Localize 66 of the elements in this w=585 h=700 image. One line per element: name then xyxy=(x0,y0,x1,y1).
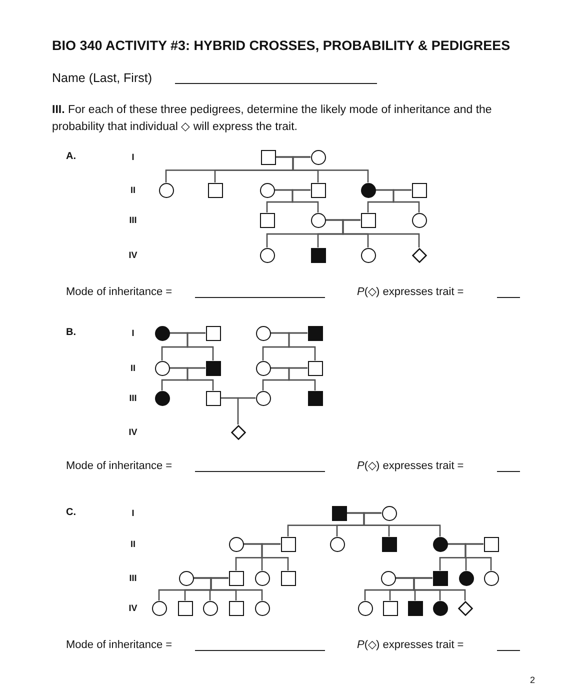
open-square-symbol xyxy=(260,212,274,228)
question-prompt: Mode of inheritance = xyxy=(66,285,172,299)
diamond-symbol xyxy=(230,424,246,440)
open-square-symbol xyxy=(260,150,276,164)
open-square-symbol xyxy=(228,600,244,616)
open-square-symbol xyxy=(308,360,322,376)
open-square-symbol xyxy=(178,600,192,616)
question-prompt: P(◇) expresses trait = xyxy=(357,638,464,652)
open-square-symbol xyxy=(310,182,326,198)
question-prompt: Mode of inheritance = xyxy=(66,638,172,652)
generation-numeral: IV xyxy=(128,426,138,438)
open-square-symbol xyxy=(280,536,296,552)
open-square-symbol xyxy=(206,390,220,406)
open-square-symbol xyxy=(280,570,296,586)
page-title: BIO 340 ACTIVITY #3: HYBRID CROSSES, PROBABILITY & PEDIGREES xyxy=(52,37,510,55)
question-prompt: P(◇) expresses trait = xyxy=(357,285,464,299)
filled-square-symbol xyxy=(206,360,220,376)
section-letter: C. xyxy=(66,506,76,520)
diamond-symbol xyxy=(458,600,472,616)
question-prompt: Mode of inheritance = xyxy=(66,459,172,473)
generation-numeral: I xyxy=(132,327,134,339)
descent-line xyxy=(288,332,316,360)
generation-numeral: II xyxy=(130,184,136,196)
filled-square-symbol xyxy=(408,600,422,616)
descent-line xyxy=(292,189,319,212)
descent-line xyxy=(292,156,369,182)
descent-line xyxy=(186,367,214,390)
filled-square-symbol xyxy=(382,536,396,552)
generation-numeral: III xyxy=(129,572,137,584)
filled-square-symbol xyxy=(308,326,322,340)
name-prompt: Name (Last, First) xyxy=(52,71,152,85)
descent-line xyxy=(464,543,492,570)
page-number: 2 xyxy=(530,674,536,686)
open-square-symbol xyxy=(382,600,398,616)
generation-numeral: I xyxy=(132,507,134,519)
generation-numeral: II xyxy=(130,538,136,550)
open-square-symbol xyxy=(360,212,376,228)
filled-square-symbol xyxy=(308,390,322,406)
descent-line xyxy=(392,189,420,212)
open-square-symbol xyxy=(412,182,426,198)
generation-numeral: I xyxy=(132,151,134,163)
descent-line xyxy=(342,219,420,248)
descent-line xyxy=(261,543,289,570)
section-letter: A. xyxy=(66,150,76,164)
filled-square-symbol xyxy=(310,248,326,262)
descent-line xyxy=(210,577,263,600)
open-square-symbol xyxy=(484,536,498,552)
generation-numeral: IV xyxy=(128,602,138,614)
generation-numeral: II xyxy=(130,362,136,374)
diamond-symbol xyxy=(412,248,426,262)
descent-line xyxy=(237,397,256,424)
descent-line xyxy=(186,332,214,360)
descent-line xyxy=(288,367,316,390)
open-square-symbol xyxy=(208,182,222,198)
instruction-text: III. For each of these three pedigrees, determine the likely mode of inheritance and the probability that individual ◇ will express the trait. xyxy=(52,103,493,135)
question-prompt: P(◇) expresses trait = xyxy=(357,459,464,473)
generation-numeral: III xyxy=(129,392,137,404)
open-square-symbol xyxy=(228,570,244,586)
section-letter: B. xyxy=(66,326,76,340)
filled-square-symbol xyxy=(332,506,346,520)
descent-line xyxy=(413,577,466,600)
filled-square-symbol xyxy=(432,570,448,586)
generation-numeral: IV xyxy=(128,249,138,261)
descent-line xyxy=(363,512,441,536)
generation-numeral: III xyxy=(129,214,137,226)
open-square-symbol xyxy=(206,326,220,340)
